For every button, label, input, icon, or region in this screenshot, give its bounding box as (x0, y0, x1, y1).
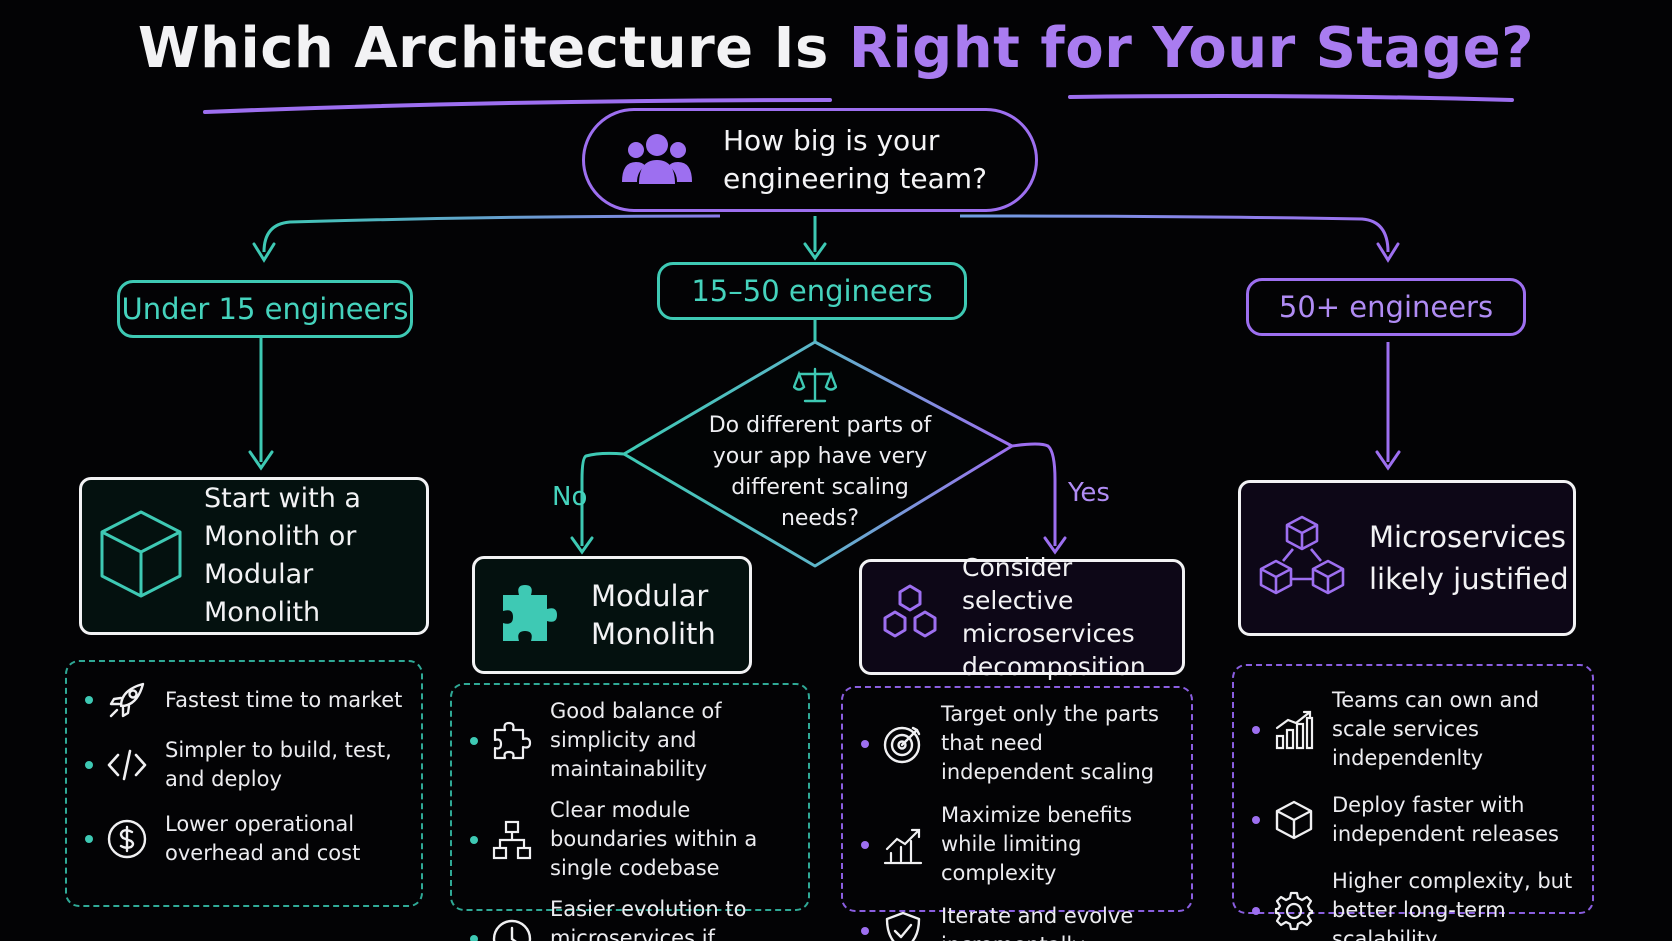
result-modular-monolith-text: Modular Monolith (591, 579, 716, 651)
list-item: Deploy faster with independent releases (1252, 791, 1578, 849)
scales-icon (792, 366, 838, 408)
title-underline-left (203, 98, 832, 114)
result-microservices-text: Microservices likely justified (1369, 520, 1569, 596)
list-item: Teams can own and scale services indepen… (1252, 686, 1578, 773)
result-selective-microservices-card: Consider selective microservices decompo… (859, 553, 1185, 681)
branch-15-50-label: 15–50 engineers (691, 274, 933, 308)
branch-50-plus-label: 50+ engineers (1278, 290, 1494, 324)
no-label: No (552, 482, 588, 512)
list-item: Clear module boundaries within a single … (470, 796, 794, 883)
bullet-dot (1252, 816, 1260, 824)
shield-check-icon (883, 911, 923, 941)
connector-root-large (959, 214, 1390, 253)
bar-chart-icon (1274, 710, 1314, 750)
list-item-text: Lower operational overhead and cost (165, 812, 361, 865)
result-monolith-text: Start with a Monolith or Modular Monolit… (204, 483, 361, 628)
hexagons-icon (878, 583, 942, 651)
bullet-dot (85, 761, 93, 769)
list-item: Fastest time to market (85, 680, 407, 720)
connector-yes (1011, 442, 1057, 546)
root-question-node: How big is your engineering team? (582, 108, 1038, 212)
bullet-dot (861, 739, 869, 748)
benefits-list-small: Fastest time to market Simpler to build,… (65, 660, 423, 907)
cube-icon (98, 508, 184, 604)
clock-icon (492, 919, 532, 941)
connector-root-small (262, 214, 721, 253)
result-monolith-card: Start with a Monolith or Modular Monolit… (79, 477, 429, 635)
decision-question: Do different parts of your app have very… (708, 413, 932, 531)
benefits-list-selective-microservices: Target only the parts that need independ… (841, 686, 1193, 941)
yes-label: Yes (1068, 478, 1110, 508)
list-item-text: Easier evolution to microservices if nee… (550, 897, 747, 941)
list-item: Higher complexity, but better long-term … (1252, 867, 1578, 941)
arrowhead-medium (803, 242, 827, 261)
bullet-dot (470, 835, 478, 844)
arrowhead-small-result (248, 450, 274, 471)
result-microservices-card: Microservices likely justified (1238, 480, 1576, 636)
branch-50-plus: 50+ engineers (1246, 278, 1526, 336)
title-part-1: Which Architecture Is (137, 16, 829, 81)
users-icon (621, 130, 693, 190)
list-item-text: Maximize benefits while limiting complex… (941, 803, 1133, 885)
rocket-icon (107, 680, 147, 720)
network-cubes-icon (1259, 515, 1345, 601)
benefits-list-microservices: Teams can own and scale services indepen… (1232, 664, 1594, 941)
title-part-2: Right for Your Stage? (848, 16, 1535, 81)
list-item: Lower operational overhead and cost (85, 810, 407, 868)
bullet-dot (861, 927, 869, 935)
title-underline-right (1068, 94, 1514, 102)
benefits-list-modular-monolith: Good balance of simplicity and maintaina… (450, 683, 810, 941)
target-icon (883, 724, 923, 764)
bullet-dot (470, 736, 478, 745)
list-item-text: Simpler to build, test, and deploy (165, 738, 392, 791)
list-item-text: Good balance of simplicity and maintaina… (550, 699, 722, 781)
puzzle-icon (501, 583, 557, 647)
box-icon (1274, 800, 1314, 840)
list-item: Good balance of simplicity and maintaina… (470, 697, 794, 784)
branch-under-15: Under 15 engineers (117, 280, 413, 338)
list-item-text: Iterate and evolve incrementally (941, 904, 1134, 941)
branch-15-50: 15–50 engineers (657, 262, 967, 320)
arrowhead-large (1376, 242, 1400, 263)
arrowhead-no (570, 536, 594, 555)
list-item: Simpler to build, test, and deploy (85, 736, 407, 794)
code-icon (107, 745, 147, 785)
list-item-text: Target only the parts that need independ… (941, 702, 1159, 784)
arrowhead-yes (1043, 536, 1067, 555)
list-item: Maximize benefits while limiting complex… (861, 801, 1177, 888)
growth-chart-icon (883, 825, 923, 865)
list-item-text: Clear module boundaries within a single … (550, 798, 758, 880)
bullet-dot (85, 835, 93, 843)
list-item: Easier evolution to microservices if nee… (470, 895, 794, 941)
list-item: Target only the parts that need independ… (861, 700, 1177, 787)
root-question-text: How big is your engineering team? (723, 124, 987, 195)
page-title: Which Architecture Is Right for Your Sta… (0, 16, 1672, 81)
list-item-text: Fastest time to market (165, 687, 403, 712)
bullet-dot (1252, 725, 1260, 734)
bullet-dot (861, 840, 869, 849)
list-item-text: Higher complexity, but better long-term … (1332, 869, 1573, 941)
gear-icon (1274, 891, 1314, 931)
list-item-text: Teams can own and scale services indepen… (1332, 688, 1540, 770)
bullet-dot (1252, 906, 1260, 915)
puzzle-outline-icon (492, 721, 532, 761)
hierarchy-icon (492, 820, 532, 860)
arrowhead-large-result (1375, 450, 1401, 471)
list-item: Iterate and evolve incrementally (861, 902, 1177, 941)
dollar-icon (107, 819, 147, 859)
branch-under-15-label: Under 15 engineers (121, 292, 409, 326)
result-selective-microservices-text: Consider selective microservices decompo… (962, 553, 1146, 681)
connector-no (580, 451, 625, 546)
decision-diamond (622, 340, 1014, 568)
bullet-dot (470, 934, 478, 941)
arrowhead-small (252, 242, 276, 263)
result-modular-monolith-card: Modular Monolith (472, 556, 752, 674)
list-item-text: Deploy faster with independent releases (1332, 793, 1559, 846)
bullet-dot (85, 696, 93, 704)
